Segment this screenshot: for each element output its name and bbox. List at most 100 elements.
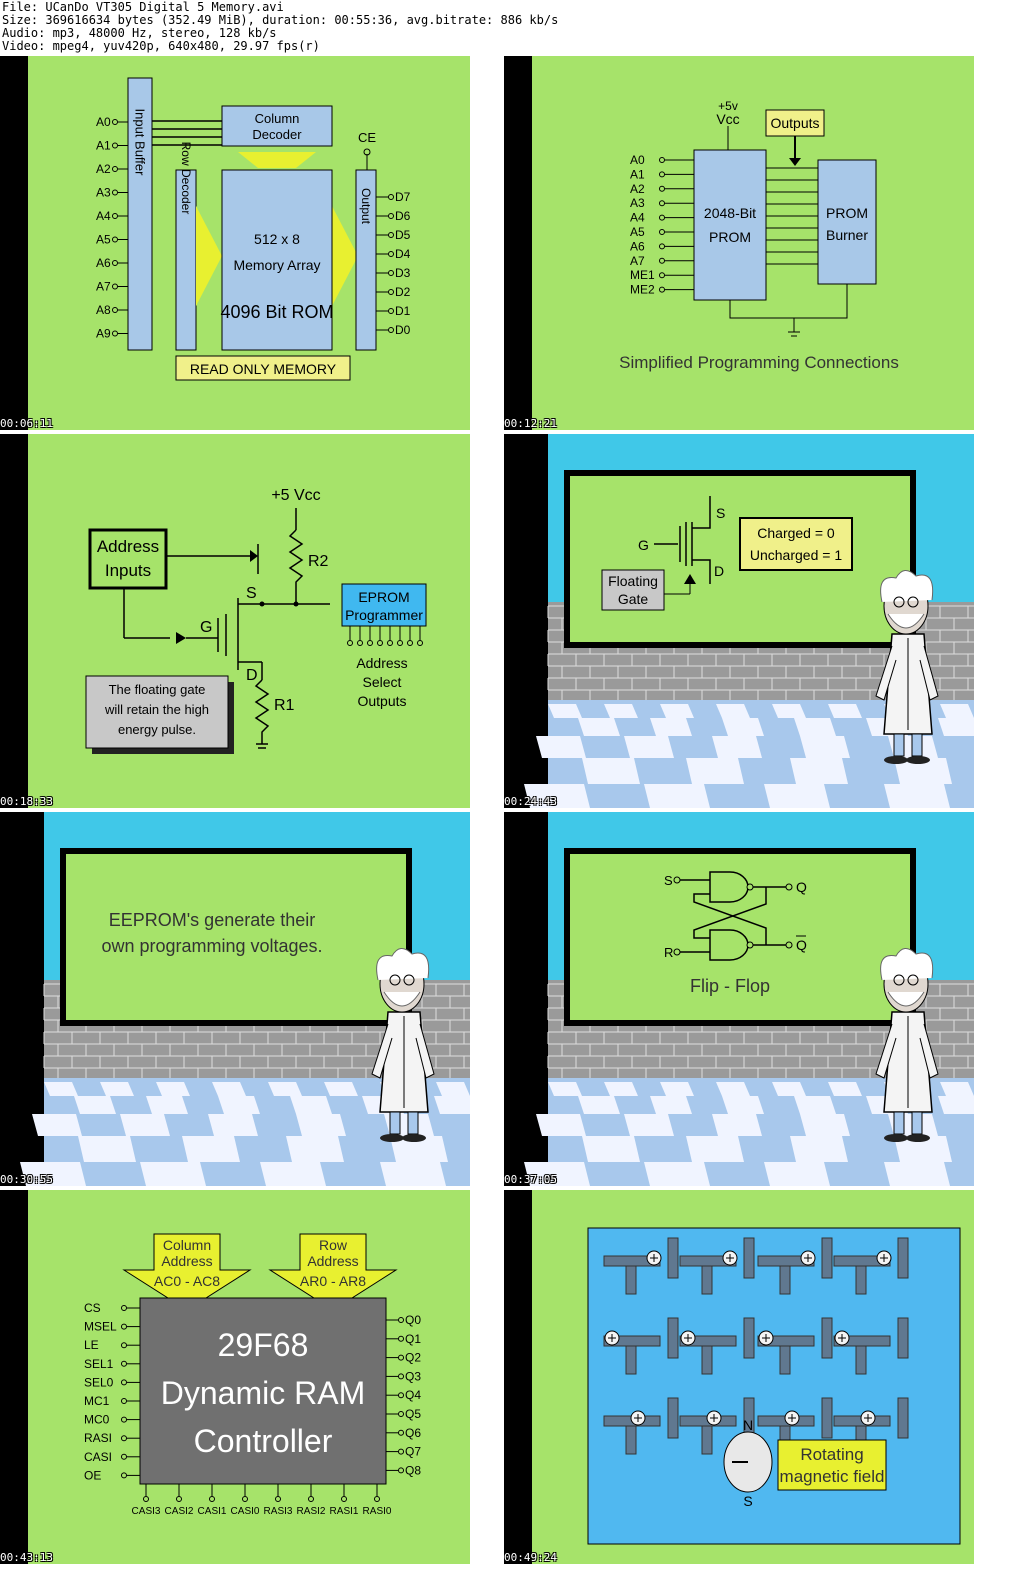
board-line-1: EEPROM's generate their — [109, 910, 316, 930]
gate-label: G — [638, 537, 649, 553]
address-pin-label: A0 — [96, 115, 111, 129]
column-decoder-label-2: Decoder — [252, 127, 302, 142]
vcc-label: +5 Vcc — [271, 487, 320, 504]
array-size-label: 512 x 8 — [254, 231, 300, 247]
controller-bottom-pin: RASI1 — [330, 1506, 359, 1517]
controller-right-pin: Q6 — [405, 1426, 421, 1440]
array-name-label: Memory Array — [233, 257, 320, 273]
rom-banner — [175, 355, 351, 381]
controller-bottom-pin: RASI0 — [363, 1506, 392, 1517]
thumbnail-frame-3[interactable]: +5 Vcc Address Inputs R2 R1 S G — [0, 434, 470, 808]
north-label: N — [743, 1417, 753, 1433]
thumbnail-frame-2[interactable]: +5v Vcc Outputs 2048-Bit PROM PROM Burne… — [504, 56, 974, 430]
floating-label-1: Floating — [608, 573, 658, 589]
field-label-2: magnetic field — [780, 1467, 885, 1486]
outputs-arrowhead — [789, 158, 801, 166]
column-label-1: Column — [163, 1237, 211, 1253]
chip-part-number: 29F68 — [218, 1327, 309, 1363]
ce-pin — [363, 148, 371, 156]
nand-gate-bottom — [709, 929, 749, 961]
data-pin-label: D6 — [395, 209, 411, 223]
timestamp: 00:43:13 — [0, 1551, 53, 1564]
chip-name-1: Dynamic RAM — [161, 1375, 365, 1411]
controller-left-pin: SEL0 — [84, 1375, 114, 1389]
controller-left-pin: CASI — [84, 1450, 112, 1464]
controller-bottom-pin: CASI2 — [165, 1506, 194, 1517]
array-bits-label: 4096 Bit ROM — [220, 302, 333, 322]
controller-left-pin: MC0 — [84, 1413, 110, 1427]
thumbnail-frame-7[interactable]: Column Address AC0 - AC8 Row Address AR0… — [0, 1190, 470, 1564]
timestamp: 00:24:43 — [504, 795, 557, 808]
controller-bottom-pin: RASI3 — [264, 1506, 293, 1517]
rom-banner-text: READ ONLY MEMORY — [190, 361, 337, 377]
file-size-line: Size: 369616634 bytes (352.49 MiB), dura… — [2, 13, 559, 27]
flip-flop-wiring — [680, 879, 786, 953]
thumbnail-frame-8[interactable]: N S Rotating magnetic field 00:49:24 — [504, 1190, 974, 1564]
timestamp: 00:49:24 — [504, 1551, 557, 1564]
controller-left-pin: LE — [84, 1338, 99, 1352]
thumbnail-frame-6[interactable]: S R Q Q Flip - Flop 00:37:05 — [504, 812, 974, 1186]
controller-left-pin: MC1 — [84, 1394, 110, 1408]
chalkboard — [66, 854, 406, 1020]
select-label-3: Outputs — [357, 693, 406, 709]
data-pin-label: D4 — [395, 247, 411, 261]
column-decoder-label-1: Column — [255, 111, 300, 126]
prom-pin-label: A1 — [630, 167, 645, 181]
professor-character — [371, 948, 435, 1142]
floating-gate-box — [601, 569, 665, 611]
reset-label: R — [664, 945, 673, 960]
rotating-field-box — [777, 1439, 887, 1491]
row-label-1: Row — [319, 1237, 348, 1253]
controller-right-pin: Q7 — [405, 1445, 421, 1459]
address-label-2: Inputs — [105, 561, 151, 580]
prom-chip — [693, 149, 767, 301]
gate-arrow — [176, 632, 186, 644]
controller-bottom-pin: CASI0 — [231, 1506, 260, 1517]
vcc-label: Vcc — [716, 111, 739, 127]
file-info-header: File: UCanDo VT305 Digital 5 Memory.avi … — [0, 0, 1024, 56]
vcc-plus-label: +5v — [718, 99, 738, 113]
burner-box — [817, 159, 877, 285]
address-pin-label: A8 — [96, 303, 111, 317]
charge-legend-box — [739, 517, 853, 571]
controller-right-pin: Q2 — [405, 1351, 421, 1365]
column-label-2: Address — [161, 1253, 212, 1269]
controller-left-pin: CS — [84, 1301, 101, 1315]
controller-right-pin: Q3 — [405, 1369, 421, 1383]
set-label: S — [664, 873, 673, 888]
timestamp: 00:06:11 — [0, 417, 53, 430]
outputs-box — [765, 109, 825, 137]
audio-info-line: Audio: mp3, 48000 Hz, stereo, 128 kb/s — [2, 26, 277, 40]
burner-label-1: PROM — [826, 205, 868, 221]
controller-right-pin: Q4 — [405, 1388, 421, 1402]
ce-label: CE — [358, 130, 376, 145]
programmer-pin-group — [347, 626, 423, 646]
controller-left-pin: RASI — [84, 1431, 112, 1445]
address-pin-label: A9 — [96, 327, 111, 341]
circuit-wires — [123, 508, 330, 749]
note-line-2: will retain the high — [104, 702, 209, 717]
input-buffer-label: Input Buffer — [133, 109, 148, 177]
eprom-label-2: Programmer — [345, 607, 423, 623]
address-pin-label: A5 — [96, 233, 111, 247]
thumbnail-frame-5[interactable]: EEPROM's generate their own programming … — [0, 812, 470, 1186]
board-line-2: own programming voltages. — [101, 936, 322, 956]
address-pin-label: A2 — [96, 162, 111, 176]
outputs-label: Outputs — [770, 115, 819, 131]
prom-pin-label: A2 — [630, 182, 645, 196]
column-label-3: AC0 - AC8 — [154, 1273, 220, 1289]
timestamp: 00:12:21 — [504, 417, 557, 430]
eprom-programmer-box — [341, 583, 427, 627]
professor-character — [875, 948, 939, 1142]
uncharged-label: Uncharged = 1 — [750, 547, 842, 563]
row-arrow-right — [196, 206, 222, 306]
controller-left-pin: OE — [84, 1468, 101, 1482]
thumbnail-frame-4[interactable]: S G D Charged = 0 Uncharged = 1 Floating… — [504, 434, 974, 808]
floor-tiles — [524, 1082, 974, 1186]
output-arrow-right — [332, 206, 358, 306]
